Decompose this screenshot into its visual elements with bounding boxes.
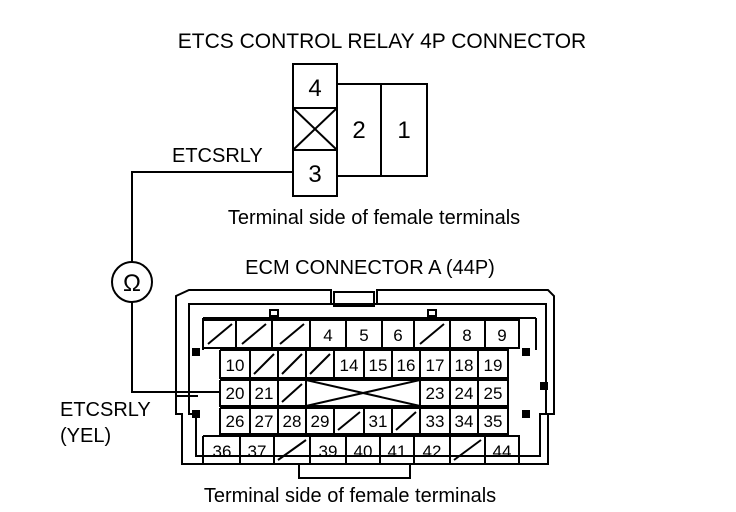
- ecm-pin: 23: [426, 384, 445, 403]
- ecm-pin: 25: [484, 384, 503, 403]
- ecm-terminal-note: Terminal side of female terminals: [204, 485, 496, 507]
- ecm-pin: 40: [354, 442, 373, 461]
- ecm-pin: 29: [311, 412, 330, 431]
- ecm-pin: 41: [388, 442, 407, 461]
- ohmmeter-icon: Ω: [123, 270, 141, 297]
- ecm-pin: 27: [255, 412, 274, 431]
- relay-pin-2: 2: [352, 117, 365, 144]
- ohmmeter-symbol: [111, 261, 153, 303]
- relay-pin-3: 3: [308, 161, 321, 188]
- ecm-pin: 36: [213, 442, 232, 461]
- empty-cavity-marks: [207, 323, 482, 461]
- ecm-pin: 31: [369, 412, 388, 431]
- ecm-pin: 9: [497, 326, 506, 345]
- ecm-connector-title: ECM CONNECTOR A (44P): [245, 257, 495, 279]
- relay-terminal-note: Terminal side of female terminals: [228, 207, 520, 229]
- ecm-pin-20: 20: [226, 384, 245, 403]
- relay-wire-label: ETCSRLY: [172, 145, 263, 167]
- ecm-pin: 34: [455, 412, 474, 431]
- ecm-pin: 28: [283, 412, 302, 431]
- ecm-connector-shell: [175, 289, 555, 479]
- ecm-pin: 37: [248, 442, 267, 461]
- relay-pin-4: 4: [308, 75, 321, 102]
- ecm-pin: 5: [359, 326, 368, 345]
- ecm-pin: 19: [484, 356, 503, 375]
- ecm-wire-label: ETCSRLY: [60, 399, 151, 421]
- ecm-pin: 42: [423, 442, 442, 461]
- ecm-pin: 17: [426, 356, 445, 375]
- relay-pin-1: 1: [397, 117, 410, 144]
- relay-connector: [292, 63, 428, 197]
- ecm-pin: 24: [455, 384, 474, 403]
- ecm-pin: 18: [455, 356, 474, 375]
- ecm-pin: 33: [426, 412, 445, 431]
- ecm-pin: 15: [369, 356, 388, 375]
- ecm-pin: 26: [226, 412, 245, 431]
- ecm-lock-tabs: [192, 348, 548, 418]
- ecm-pin: 44: [493, 442, 512, 461]
- ecm-wire-color: (YEL): [60, 425, 111, 447]
- relay-connector-title: ETCS CONTROL RELAY 4P CONNECTOR: [178, 30, 586, 53]
- ecm-pin: 4: [323, 326, 332, 345]
- ecm-pin: 14: [340, 356, 359, 375]
- test-wire: [111, 171, 293, 397]
- ecm-pin: 21: [255, 384, 274, 403]
- ecm-pin: 6: [393, 326, 402, 345]
- ecm-pin: 10: [226, 356, 245, 375]
- ecm-pin: 16: [397, 356, 416, 375]
- ecm-pin-grid: [202, 319, 520, 465]
- ecm-pin-labels: 4 5 6 8 9 10 14 15 16 17 18 19 20 21 23 …: [213, 326, 512, 461]
- ecm-pin: 39: [319, 442, 338, 461]
- ecm-pin: 35: [484, 412, 503, 431]
- ecm-pin: 8: [462, 326, 471, 345]
